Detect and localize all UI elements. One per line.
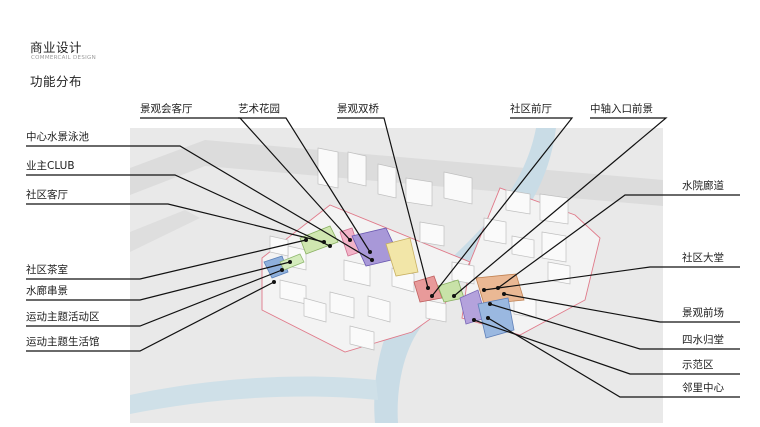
leader-line [497, 194, 740, 289]
label-four-waters-hall: 四水归堂 [682, 334, 724, 346]
building-block [329, 291, 355, 319]
building-blocks [269, 147, 571, 351]
road-left [130, 210, 200, 252]
leader-line [238, 117, 371, 253]
page-subtitle: COMMERCAIL DESIGN [31, 55, 97, 61]
building-block [303, 297, 327, 323]
building-block [405, 177, 433, 207]
leader-line [26, 261, 291, 301]
anchor-dot [502, 292, 506, 296]
label-owner-club: 业主CLUB [26, 160, 75, 172]
leader-line [503, 293, 740, 323]
anchor-dot [452, 294, 456, 298]
leader-line [337, 117, 429, 289]
building-block [425, 299, 447, 323]
zone-green-west [299, 225, 339, 255]
function-zones [263, 225, 525, 339]
leader-line [26, 269, 283, 327]
leader-line [483, 266, 740, 291]
anchor-dot [488, 302, 492, 306]
building-block [419, 221, 445, 247]
anchor-dot [430, 294, 434, 298]
building-block [451, 261, 475, 285]
leader-lines [26, 117, 740, 398]
anchor-dots [272, 238, 506, 322]
building-block [317, 147, 339, 189]
anchor-dot [280, 268, 284, 272]
anchor-dot [472, 318, 476, 322]
building-block [343, 259, 371, 287]
leader-line [26, 145, 373, 261]
label-landscape-forecourt: 景观前场 [682, 307, 724, 319]
leader-line [431, 117, 574, 297]
label-water-corridor: 水廊串景 [26, 285, 68, 297]
building-block [347, 151, 367, 187]
label-demo-area: 示范区 [682, 359, 714, 371]
anchor-dot [322, 240, 326, 244]
leader-line [453, 117, 668, 297]
building-block [377, 163, 397, 199]
leader-line [26, 281, 275, 352]
label-community-living-room: 社区客厅 [26, 189, 68, 201]
anchor-dot [348, 238, 352, 242]
label-landscape-lounge: 景观会客厅 [140, 103, 193, 115]
building-block [505, 189, 531, 215]
label-central-axis-entrance: 中轴入口前景 [590, 103, 653, 115]
label-courtyard-corridor: 水院廊道 [682, 180, 724, 192]
river-lower [130, 376, 378, 414]
label-community-teahouse: 社区茶室 [26, 264, 68, 276]
label-sports-activity-area: 运动主题活动区 [26, 311, 100, 323]
building-block [443, 171, 473, 205]
label-neighborhood-center: 邻里中心 [682, 382, 724, 394]
zone-orange [475, 273, 525, 305]
page-title: 商业设计 [30, 40, 83, 55]
anchor-dot [304, 238, 308, 242]
zone-yellow [385, 237, 419, 277]
section-title: 功能分布 [30, 74, 83, 89]
leader-line [26, 203, 325, 243]
building-block [483, 217, 507, 245]
leader-line [473, 319, 740, 375]
leader-line [26, 174, 331, 247]
leader-line [487, 317, 740, 398]
label-art-garden: 艺术花园 [238, 103, 280, 115]
anchor-dot [272, 280, 276, 284]
anchor-dot [328, 244, 332, 248]
building-block [511, 235, 535, 259]
anchor-dot [368, 250, 372, 254]
anchor-dot [288, 260, 292, 264]
anchor-dot [426, 286, 430, 290]
leader-line [26, 239, 307, 280]
anchor-dot [370, 258, 374, 262]
building-block [349, 325, 375, 351]
label-landscape-twin-bridge: 景观双桥 [337, 103, 379, 115]
building-block [539, 193, 569, 225]
label-community-lobby: 社区大堂 [682, 252, 724, 264]
building-block [367, 295, 391, 323]
label-sports-life-hall: 运动主题生活馆 [26, 336, 100, 348]
label-community-foyer: 社区前厅 [510, 103, 552, 115]
anchor-dot [482, 288, 486, 292]
anchor-dot [496, 286, 500, 290]
label-central-water-pool: 中心水景泳池 [26, 131, 89, 143]
anchor-dot [486, 316, 490, 320]
leader-line [489, 303, 740, 350]
